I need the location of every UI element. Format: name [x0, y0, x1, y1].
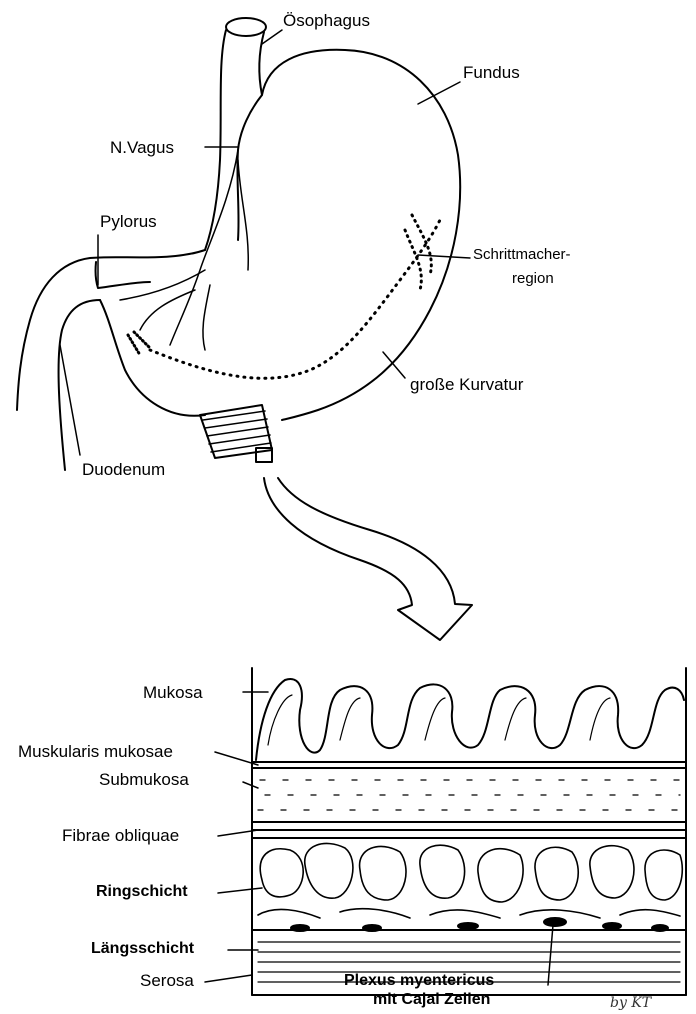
label-pylorus: Pylorus — [100, 213, 157, 230]
label-submucosa: Submukosa — [99, 771, 189, 788]
mucosa-inner — [268, 695, 610, 745]
label-fundus: Fundus — [463, 64, 520, 81]
label-circular-layer: Ringschicht — [96, 884, 188, 900]
circular-muscle — [258, 843, 682, 918]
label-oesophagus: Ösophagus — [283, 12, 370, 29]
label-muscularis-mucosae: Muskularis mukosae — [18, 743, 173, 760]
layer-lines — [252, 762, 686, 930]
leader-lines-top — [60, 30, 470, 455]
artist-signature: by KT — [610, 996, 651, 1010]
label-plexus-line2: mit Cajal Zellen — [373, 992, 490, 1008]
pylorus-dots-cluster — [128, 332, 150, 355]
pylorus-outline — [96, 262, 150, 288]
label-serosa: Serosa — [140, 972, 194, 989]
zoom-arrow — [264, 478, 472, 640]
label-greater-curvature: große Kurvatur — [410, 376, 523, 393]
label-mucosa: Mukosa — [143, 684, 203, 701]
pacemaker-dots-cluster — [405, 215, 431, 290]
label-duodenum: Duodenum — [82, 461, 165, 478]
oesophagus — [205, 18, 266, 250]
label-vagus: N.Vagus — [110, 139, 174, 156]
label-pacemaker-line2: region — [512, 271, 554, 286]
vagus-branches — [120, 150, 248, 350]
label-plexus-line1: Plexus myentericus — [344, 973, 494, 989]
label-oblique-fibres: Fibrae obliquae — [62, 827, 179, 844]
submucosa-texture — [258, 780, 680, 810]
pacemaker-dotted-line — [150, 220, 440, 378]
label-longitudinal-layer: Längsschicht — [91, 941, 194, 957]
wall-frame — [252, 668, 686, 995]
label-pacemaker-line1: Schrittmacher- — [473, 247, 571, 262]
mucosa-folds — [256, 679, 684, 760]
tissue-sample — [200, 405, 272, 462]
